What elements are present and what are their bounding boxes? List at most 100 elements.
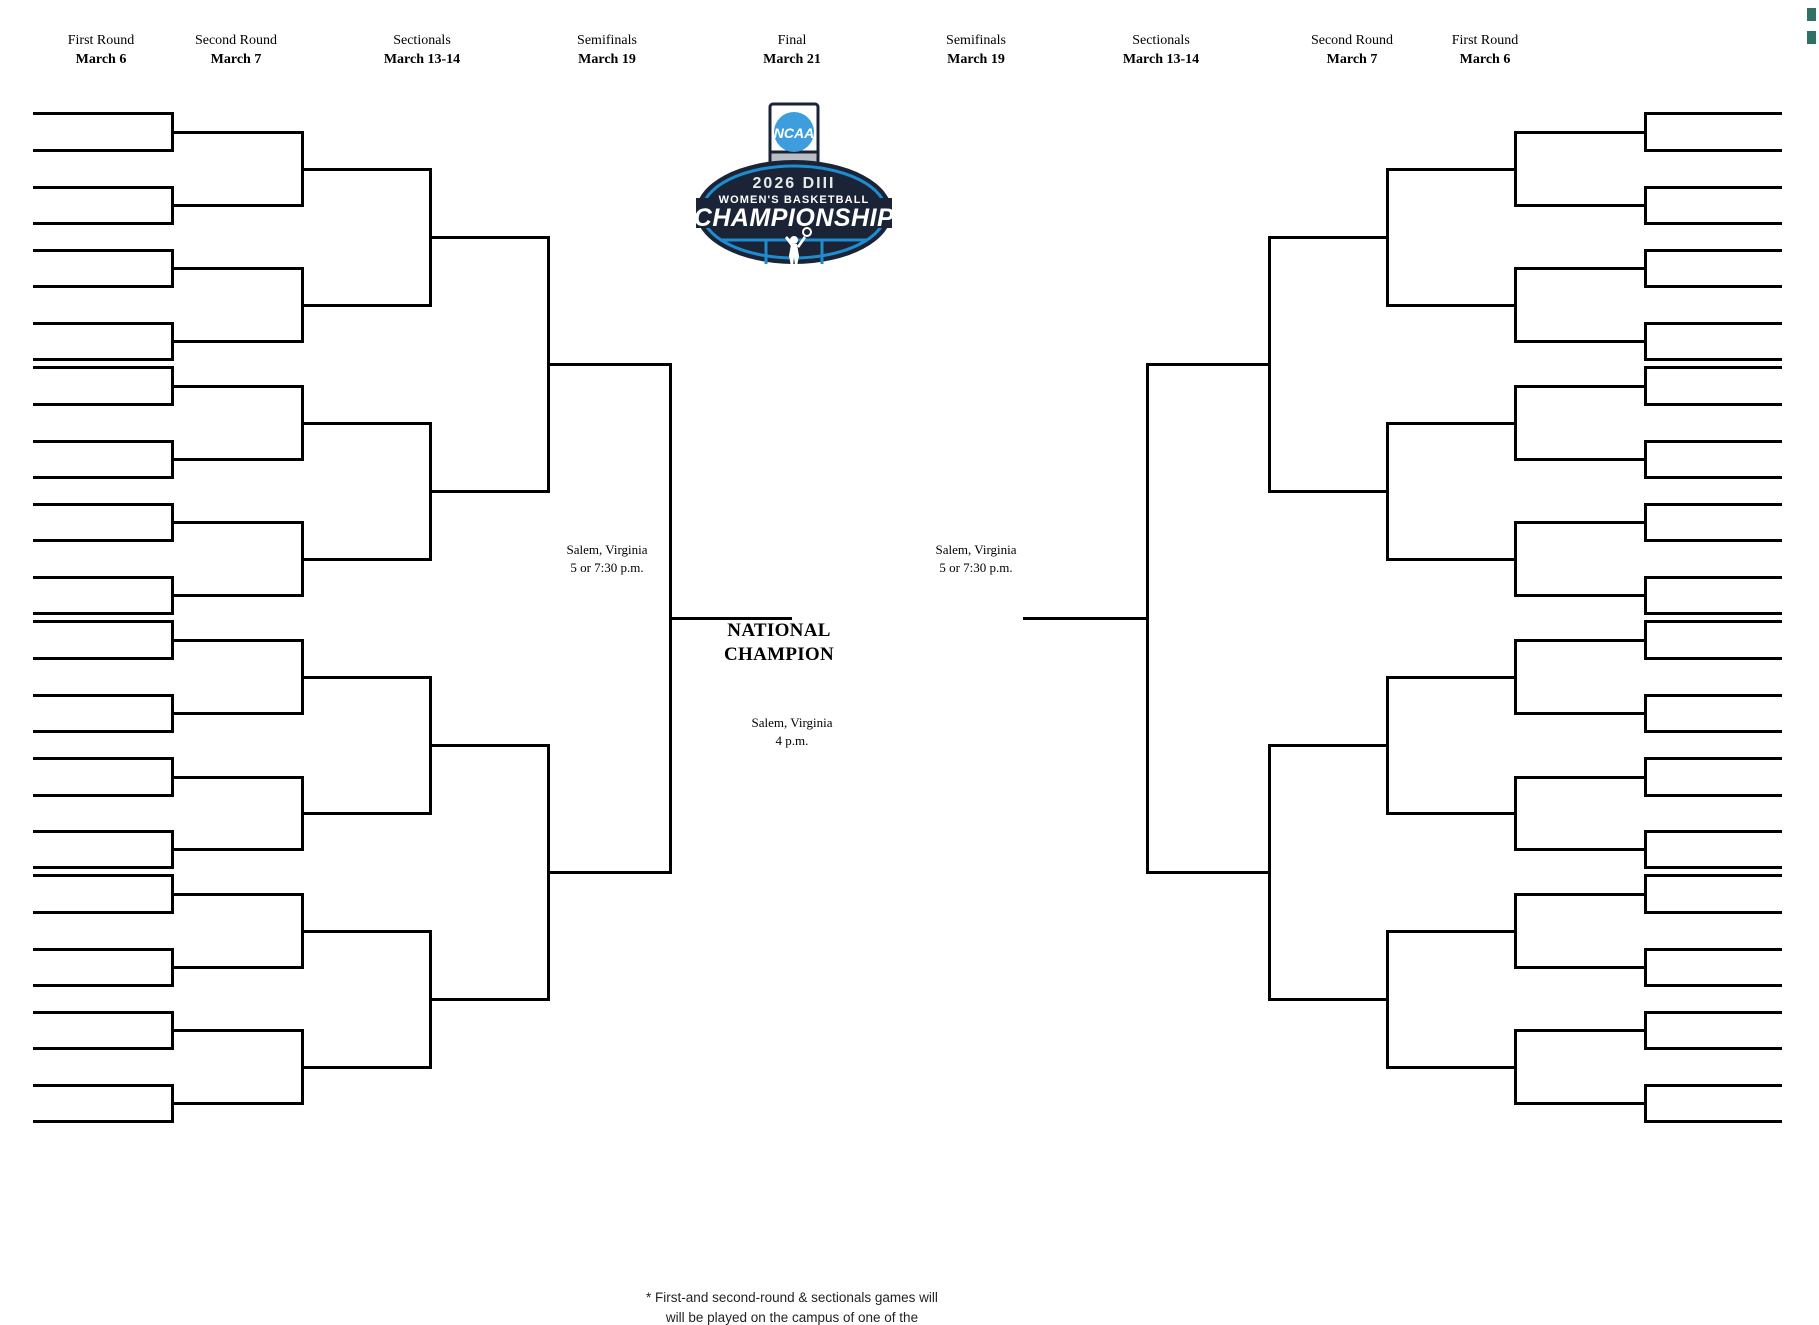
team-line-right-26: [1644, 948, 1782, 951]
connector-r1-right-0: [1644, 112, 1647, 152]
team-line-left-0: [33, 112, 171, 115]
team-line-right-19: [1644, 730, 1782, 733]
advance-r2-left-0: [171, 131, 301, 134]
team-line-left-22: [33, 830, 171, 833]
advance-r2-right-14: [1514, 1029, 1644, 1032]
advance-r2-right-8: [1514, 639, 1644, 642]
advance-r3-left-7: [301, 1066, 429, 1069]
advance-r3-left-0: [301, 168, 429, 171]
connector-r2-right-4: [1514, 639, 1517, 715]
national-champion-label: NATIONAL CHAMPION: [724, 619, 834, 667]
advance-r3-right-4: [1386, 676, 1514, 679]
advance-r2-right-1: [1514, 204, 1644, 207]
team-line-right-18: [1644, 694, 1782, 697]
team-line-right-21: [1644, 794, 1782, 797]
connector-r1-right-3: [1644, 322, 1647, 361]
advance-r3-left-4: [301, 676, 429, 679]
connector-r2-right-2: [1514, 385, 1517, 461]
advance-r2-right-9: [1514, 712, 1644, 715]
advance-r2-left-10: [171, 776, 301, 779]
team-line-left-12: [33, 503, 171, 506]
advance-r3-right-5: [1386, 812, 1514, 815]
basketball-player-silhouette: [785, 236, 806, 266]
advance-r2-left-14: [171, 1029, 301, 1032]
team-line-left-11: [33, 476, 171, 479]
advance-r2-left-15: [171, 1102, 301, 1105]
connector-r1-right-10: [1644, 757, 1647, 797]
advance-r2-left-6: [171, 521, 301, 524]
advance-r4-left-2: [429, 744, 547, 747]
team-line-left-3: [33, 222, 171, 225]
connector-r5-right-0: [1146, 363, 1149, 874]
team-line-left-13: [33, 539, 171, 542]
advance-r2-right-6: [1514, 521, 1644, 524]
connector-r1-right-13: [1644, 948, 1647, 987]
advance-r4-right-2: [1268, 744, 1386, 747]
connector-r3-right-0: [1386, 168, 1389, 307]
team-line-right-17: [1644, 657, 1782, 660]
connector-r2-right-1: [1514, 267, 1517, 343]
advance-r2-left-3: [171, 340, 301, 343]
team-line-left-9: [33, 403, 171, 406]
logo-shield-text: NCAA: [774, 125, 814, 141]
advance-r2-left-1: [171, 204, 301, 207]
team-line-left-23: [33, 866, 171, 869]
team-line-right-0: [1644, 112, 1782, 115]
team-line-right-27: [1644, 984, 1782, 987]
round-header-date: March 6: [1459, 52, 1511, 68]
round-header-name: Semifinals: [946, 33, 1006, 48]
team-line-left-5: [33, 285, 171, 288]
team-line-right-13: [1644, 539, 1782, 542]
advance-r4-right-0: [1268, 236, 1386, 239]
corner-mark-1: [1807, 31, 1816, 44]
advance-r3-left-1: [301, 304, 429, 307]
round-header-date: March 19: [578, 52, 636, 68]
round-header-name: Second Round: [194, 33, 278, 48]
connector-r4-right-1: [1268, 744, 1271, 1001]
team-line-left-17: [33, 657, 171, 660]
advance-r3-right-2: [1386, 422, 1514, 425]
team-line-left-26: [33, 948, 171, 951]
advance-r4-left-0: [429, 236, 547, 239]
team-line-right-30: [1644, 1084, 1782, 1087]
team-line-right-11: [1644, 476, 1782, 479]
team-line-left-8: [33, 366, 171, 369]
team-line-right-6: [1644, 322, 1782, 325]
advance-r2-left-4: [171, 385, 301, 388]
round-header-date: March 7: [210, 52, 262, 68]
connector-r1-right-2: [1644, 249, 1647, 288]
team-line-left-24: [33, 874, 171, 877]
advance-r2-left-8: [171, 639, 301, 642]
site-place: Salem, Virginia: [751, 715, 833, 730]
advance-r3-left-3: [301, 558, 429, 561]
connector-r1-right-5: [1644, 440, 1647, 479]
connector-r2-right-3: [1514, 521, 1517, 597]
team-line-right-8: [1644, 366, 1782, 369]
team-line-left-29: [33, 1047, 171, 1050]
round-header-name: Sectionals: [1132, 33, 1190, 48]
team-line-right-9: [1644, 403, 1782, 406]
round-header-date: March 6: [75, 52, 127, 68]
team-line-right-25: [1644, 911, 1782, 914]
team-line-left-10: [33, 440, 171, 443]
team-line-left-30: [33, 1084, 171, 1087]
footnote-line-2: will be played on the campus of one of t…: [665, 1309, 919, 1325]
team-line-left-25: [33, 911, 171, 914]
round-header-date: March 21: [763, 52, 821, 68]
advance-r4-right-3: [1268, 998, 1386, 1001]
advance-r2-left-11: [171, 848, 301, 851]
team-line-left-7: [33, 358, 171, 361]
advance-r3-right-1: [1386, 304, 1514, 307]
round-header-name: Final: [777, 33, 807, 48]
logo-title-line: CHAMPIONSHIP: [694, 204, 894, 232]
logo-sport-line: WOMEN'S BASKETBALL: [719, 194, 870, 206]
team-line-right-14: [1644, 576, 1782, 579]
advance-r3-left-6: [301, 930, 429, 933]
advance-r2-right-4: [1514, 385, 1644, 388]
